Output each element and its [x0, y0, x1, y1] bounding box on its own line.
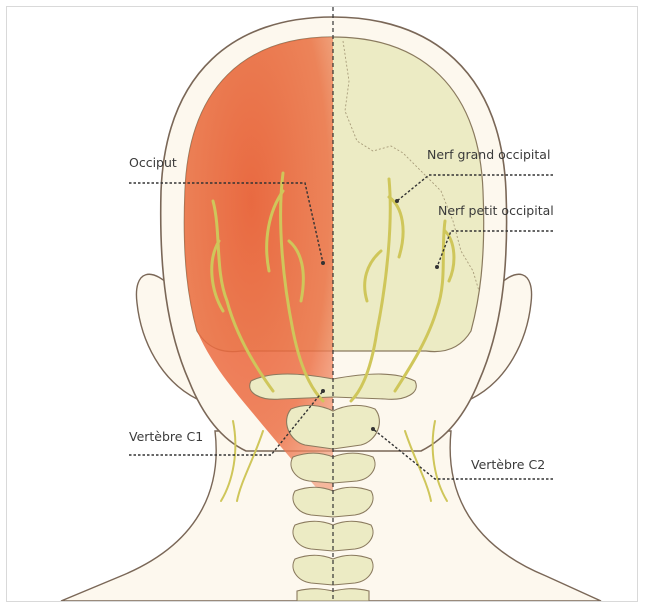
- label-vertebre-c1: Vertèbre C1: [129, 429, 203, 444]
- label-occiput: Occiput: [129, 155, 177, 170]
- leader-grand-dot: [395, 199, 399, 203]
- illustration-frame: Occiput Nerf grand occipital Nerf petit …: [6, 6, 638, 602]
- label-nerf-grand-occipital: Nerf grand occipital: [427, 147, 550, 162]
- leader-c1-dot: [321, 389, 325, 393]
- label-nerf-petit-occipital: Nerf petit occipital: [438, 203, 554, 218]
- head-anatomy-diagram: Occiput Nerf grand occipital Nerf petit …: [7, 7, 638, 602]
- leader-occiput-dot: [321, 261, 325, 265]
- leader-petit-dot: [435, 265, 439, 269]
- label-vertebre-c2: Vertèbre C2: [471, 457, 545, 472]
- leader-c2-dot: [371, 427, 375, 431]
